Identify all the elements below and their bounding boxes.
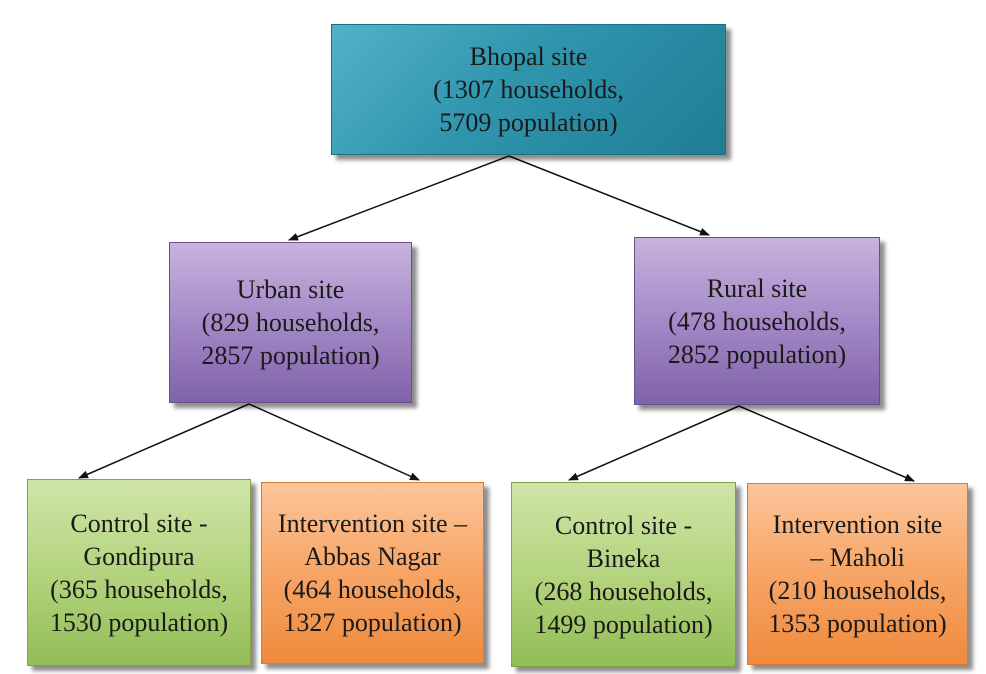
node-population: 5709 population) — [439, 108, 618, 137]
node-title: Control site - — [554, 510, 693, 540]
node-place: – Maholi — [810, 543, 905, 572]
node-population: 1353 population) — [768, 609, 947, 638]
node-title: Control site - — [70, 508, 208, 538]
node-title: Urban site — [236, 275, 345, 304]
urban-site-node: Urban site (829 households, 2857 populat… — [169, 242, 412, 403]
node-population: 1327 population) — [283, 608, 462, 637]
node-households: (464 households, — [283, 575, 462, 604]
node-households: (210 households, — [768, 576, 947, 605]
arrow-root-to-urban — [288, 155, 510, 241]
node-title: Bhopal site — [469, 42, 588, 71]
arrow-rural-to-intervention — [738, 405, 915, 482]
node-title: Rural site — [706, 273, 808, 303]
node-place: Abbas Nagar — [304, 542, 441, 571]
rural-site-node: Rural site (478 households, 2852 populat… — [634, 237, 880, 405]
node-households: (1307 households, — [433, 75, 624, 104]
node-population: 1499 population) — [534, 609, 713, 639]
arrow-rural-to-control — [568, 405, 740, 481]
gondipura-control-node: Control site - Gondipura (365 households… — [27, 479, 251, 666]
bineka-control-node: Control site - Bineka (268 households, 1… — [511, 482, 736, 667]
arrow-root-to-rural — [508, 155, 710, 236]
bhopal-site-node: Bhopal site (1307 households, 5709 popul… — [331, 24, 726, 155]
node-population: 2852 population) — [667, 339, 847, 369]
node-population: 1530 population) — [49, 607, 229, 637]
node-place: Gondipura — [83, 541, 195, 571]
node-place: Bineka — [586, 543, 661, 573]
node-title: Intervention site – — [277, 509, 468, 538]
arrow-urban-to-control — [78, 403, 250, 479]
arrow-urban-to-intervention — [248, 403, 420, 481]
node-households: (268 households, — [534, 576, 713, 606]
abbas-nagar-intervention-node: Intervention site – Abbas Nagar (464 hou… — [261, 482, 484, 664]
node-title: Intervention site — [772, 510, 943, 539]
node-population: 2857 population) — [201, 341, 380, 370]
node-households: (478 households, — [668, 306, 846, 336]
node-households: (829 households, — [201, 308, 380, 337]
maholi-intervention-node: Intervention site – Maholi (210 househol… — [747, 483, 968, 665]
node-households: (365 households, — [50, 574, 228, 604]
